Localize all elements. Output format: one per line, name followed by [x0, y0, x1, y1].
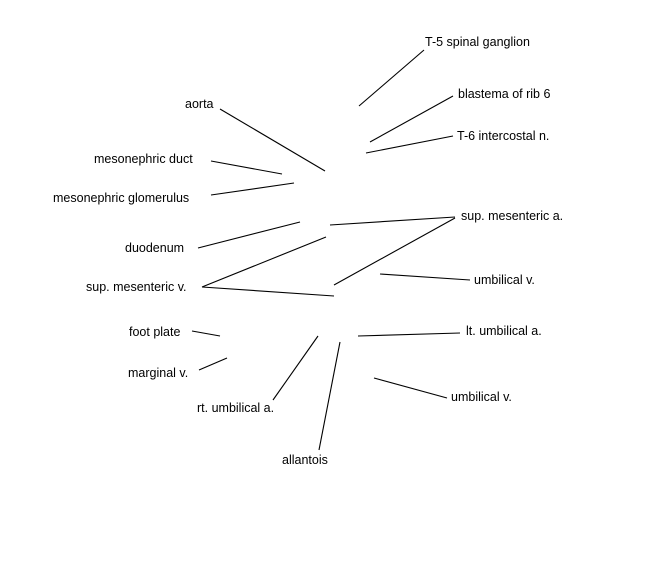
leader-line-t6-intercostal [365, 135, 454, 154]
label-sup-mesenteric-v: sup. mesenteric v. [86, 280, 187, 294]
label-mesonephric-glomerulus: mesonephric glomerulus [53, 191, 190, 205]
leader-line-allantois [318, 341, 341, 451]
leader-line-mesonephric-glomerulus [210, 182, 295, 196]
label-sup-mesenteric-a: sup. mesenteric a. [461, 209, 564, 223]
label-marginal-v: marginal v. [128, 366, 189, 380]
label-allantois: allantois [282, 453, 328, 467]
leader-line-sup-mesenteric-a-1 [329, 216, 456, 226]
leader-line-foot-plate [191, 330, 221, 337]
label-t6-intercostal-n: T-6 intercostal n. [457, 129, 550, 143]
leader-line-sup-mesenteric-v-1 [201, 236, 327, 288]
label-duodenum: duodenum [125, 241, 185, 255]
label-mesonephric-duct: mesonephric duct [94, 152, 193, 166]
label-umbilical-v-upper: umbilical v. [474, 273, 535, 287]
leader-line-rt-umbilical-a [272, 335, 319, 401]
label-foot-plate: foot plate [129, 325, 181, 339]
leader-line-aorta [219, 108, 326, 172]
leader-line-blastema-rib-6 [369, 95, 454, 143]
leader-line-umbilical-v-lower [373, 377, 448, 399]
label-t5-spinal-ganglion: T-5 spinal ganglion [425, 35, 530, 49]
leader-line-mesonephric-duct [210, 160, 283, 175]
label-umbilical-v-lower: umbilical v. [451, 390, 512, 404]
label-rt-umbilical-a: rt. umbilical a. [197, 401, 275, 415]
leader-line-lt-umbilical-a [357, 332, 461, 337]
leader-line-umbilical-v-upper [379, 273, 471, 281]
leader-line-duodenum [197, 221, 301, 249]
leader-line-marginal-v [198, 357, 228, 371]
leader-line-t5-spinal-ganglion [358, 49, 425, 107]
label-lt-umbilical-a: lt. umbilical a. [466, 324, 542, 338]
label-aorta: aorta [185, 97, 214, 111]
label-blastema-of-rib-6: blastema of rib 6 [458, 87, 551, 101]
leader-line-sup-mesenteric-v-2 [201, 286, 335, 297]
leader-line-sup-mesenteric-a-2 [333, 217, 456, 286]
